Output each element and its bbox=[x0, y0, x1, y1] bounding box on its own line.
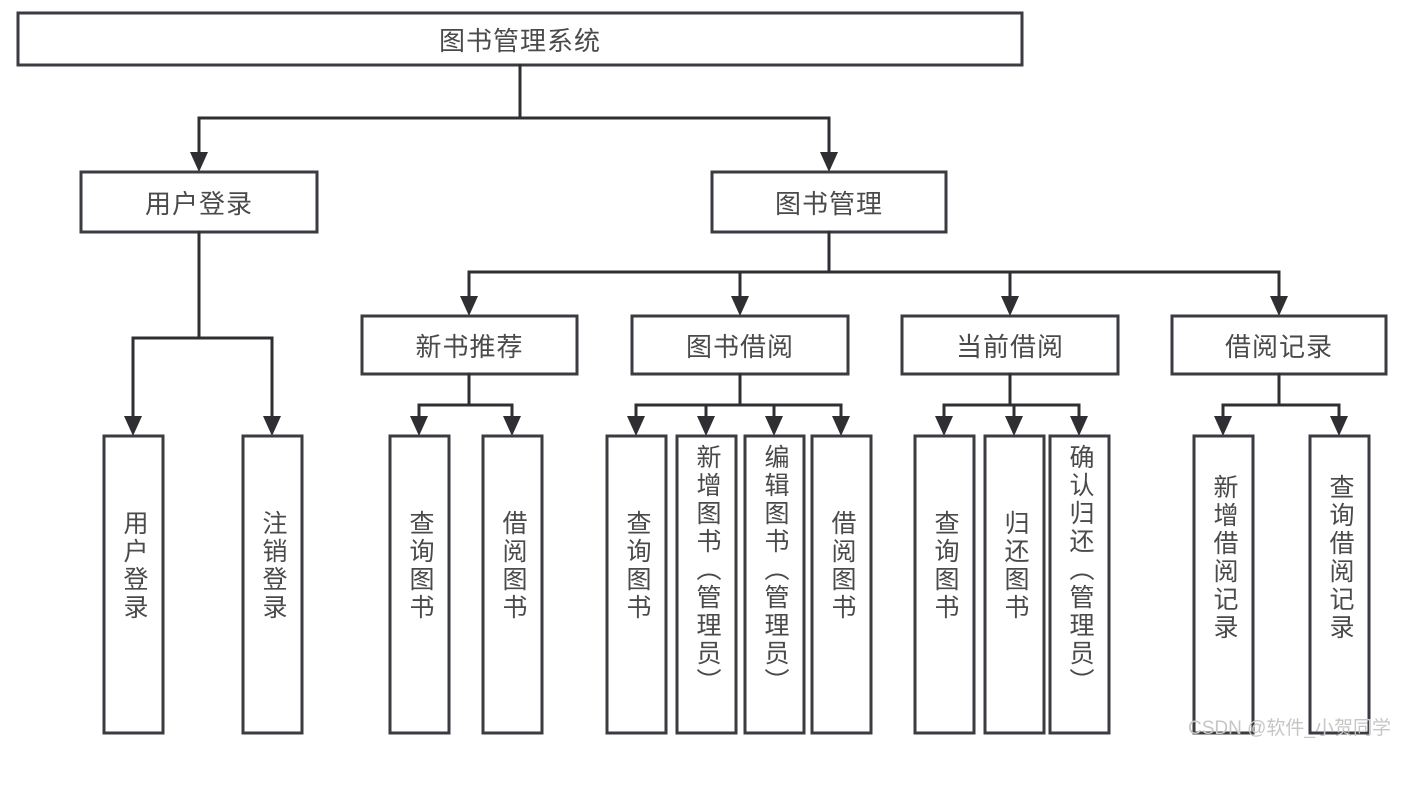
arrow-head-icon bbox=[935, 416, 953, 436]
arrow-head-icon bbox=[820, 152, 838, 172]
arrow-head-icon bbox=[124, 416, 142, 436]
arrow-head-icon bbox=[1001, 296, 1019, 316]
node-leaf-query-book-1-box[interactable] bbox=[388, 434, 451, 735]
arrow-head-icon bbox=[765, 416, 783, 436]
node-leaf-edit-book-box[interactable] bbox=[743, 434, 806, 735]
connector-book-borrow-to-leaves bbox=[627, 372, 850, 436]
node-leaf-user-login-box[interactable] bbox=[102, 434, 165, 735]
node-leaf-borrow-book-1-box[interactable] bbox=[481, 434, 544, 735]
connector-user-login-to-leaves bbox=[124, 230, 281, 436]
node-leaf-confirm-return-box[interactable] bbox=[1048, 434, 1111, 735]
arrow-head-icon bbox=[1070, 416, 1088, 436]
connector-book-manage-to-level3 bbox=[460, 230, 1288, 316]
node-leaf-query-book-3-box[interactable] bbox=[913, 434, 976, 735]
arrow-head-icon bbox=[832, 416, 850, 436]
arrow-head-icon bbox=[1005, 416, 1023, 436]
arrow-head-icon bbox=[1330, 416, 1348, 436]
connector-current-borrow-to-leaves bbox=[935, 372, 1088, 436]
node-book-manage-box[interactable] bbox=[710, 170, 948, 234]
arrow-head-icon bbox=[460, 296, 478, 316]
connector-borrow-record-to-leaves bbox=[1214, 372, 1348, 436]
node-leaf-add-record-box[interactable] bbox=[1192, 434, 1255, 735]
node-leaf-user-logout-box[interactable] bbox=[241, 434, 304, 735]
arrow-head-icon bbox=[697, 416, 715, 436]
arrow-head-icon bbox=[1214, 416, 1232, 436]
arrow-head-icon bbox=[190, 152, 208, 172]
node-leaf-query-record-box[interactable] bbox=[1308, 434, 1371, 735]
node-current-borrow-box[interactable] bbox=[900, 314, 1120, 376]
node-root-box[interactable] bbox=[16, 11, 1024, 67]
arrow-head-icon bbox=[1270, 296, 1288, 316]
connector-new-book-recommend-to-leaves bbox=[410, 372, 521, 436]
diagram-canvas bbox=[16, 11, 1388, 735]
node-user-login-box[interactable] bbox=[79, 170, 319, 234]
node-borrow-record-box[interactable] bbox=[1170, 314, 1388, 376]
node-new-book-recommend-box[interactable] bbox=[360, 314, 579, 376]
arrow-head-icon bbox=[503, 416, 521, 436]
node-leaf-return-book-box[interactable] bbox=[983, 434, 1046, 735]
node-book-borrow-box[interactable] bbox=[630, 314, 850, 376]
connector-root-to-level2 bbox=[190, 63, 838, 172]
node-leaf-add-book-box[interactable] bbox=[675, 434, 738, 735]
node-leaf-query-book-2-box[interactable] bbox=[605, 434, 668, 735]
arrow-head-icon bbox=[263, 416, 281, 436]
node-leaf-borrow-book-2-box[interactable] bbox=[810, 434, 873, 735]
arrow-head-icon bbox=[731, 296, 749, 316]
functional-structure-diagram: 图书管理系统 用户登录 图书管理 新书推荐 图书借阅 当前借阅 借阅记录 用户登… bbox=[16, 11, 1391, 739]
arrow-head-icon bbox=[410, 416, 428, 436]
arrow-head-icon bbox=[627, 416, 645, 436]
